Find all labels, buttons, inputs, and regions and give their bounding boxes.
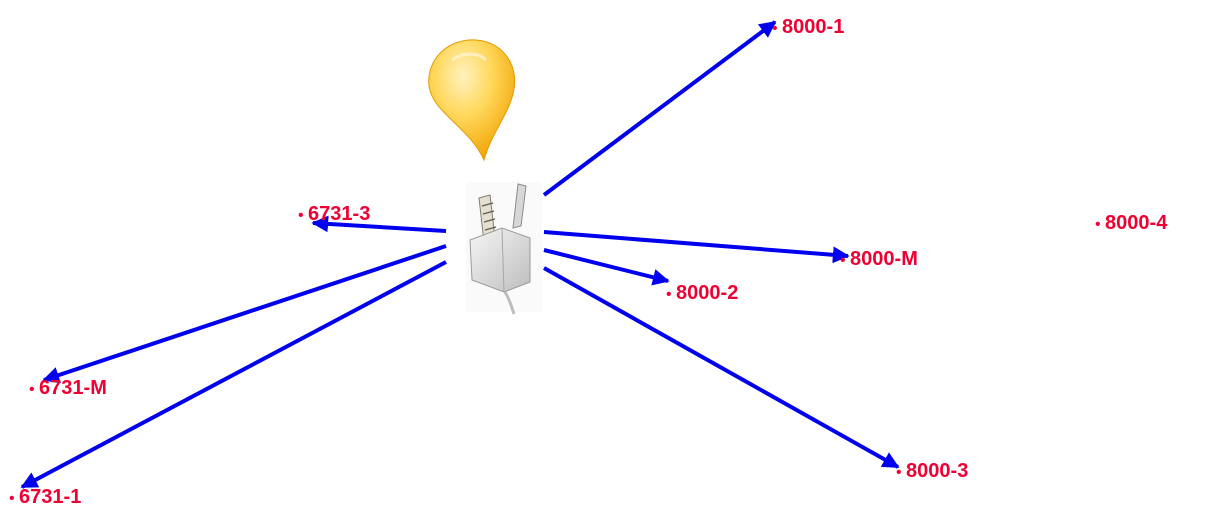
bullet-glyph: • — [666, 286, 676, 303]
node-label-text: 8000-3 — [906, 460, 968, 482]
hub-device-icon — [466, 182, 542, 315]
arrow-to-8000-m — [543, 230, 850, 264]
node-label-6731-m: • 6731-M — [29, 377, 107, 399]
labels-layer: • 8000-1• 8000-M• 8000-2• 8000-3• 8000-4… — [9, 16, 1168, 508]
arrow-to-8000-3 — [543, 266, 900, 469]
bullet-glyph: • — [772, 20, 782, 37]
bullet-glyph: • — [840, 252, 850, 269]
node-label-text: 6731-1 — [19, 486, 81, 508]
node-label-6731-3: • 6731-3 — [298, 203, 370, 225]
node-label-text: 8000-4 — [1105, 212, 1168, 234]
node-label-text: 8000-2 — [676, 282, 738, 304]
node-label-text: 6731-3 — [308, 203, 370, 225]
node-label-8000-m: • 8000-M — [840, 248, 918, 270]
bullet-glyph: • — [896, 464, 906, 481]
node-label-6731-1: • 6731-1 — [9, 486, 81, 508]
arrow-to-8000-2 — [543, 248, 670, 286]
balloon-icon — [428, 39, 516, 162]
node-label-text: 8000-1 — [782, 16, 844, 38]
arrow-to-6731-1 — [20, 260, 447, 489]
bullet-glyph: • — [9, 490, 19, 507]
bullet-glyph: • — [1095, 216, 1105, 233]
node-label-text: 6731-M — [39, 377, 107, 399]
node-label-8000-1: • 8000-1 — [772, 16, 844, 38]
arrow-to-6731-3 — [311, 215, 447, 233]
node-label-8000-2: • 8000-2 — [666, 282, 738, 304]
arrow-to-6731-m — [42, 244, 447, 384]
node-label-8000-4: • 8000-4 — [1095, 212, 1168, 234]
bullet-glyph: • — [29, 381, 39, 398]
node-label-8000-3: • 8000-3 — [896, 460, 968, 482]
node-label-text: 8000-M — [850, 248, 918, 270]
bullet-glyph: • — [298, 207, 308, 224]
edges-layer — [20, 20, 900, 489]
arrow-to-8000-1 — [542, 20, 777, 197]
